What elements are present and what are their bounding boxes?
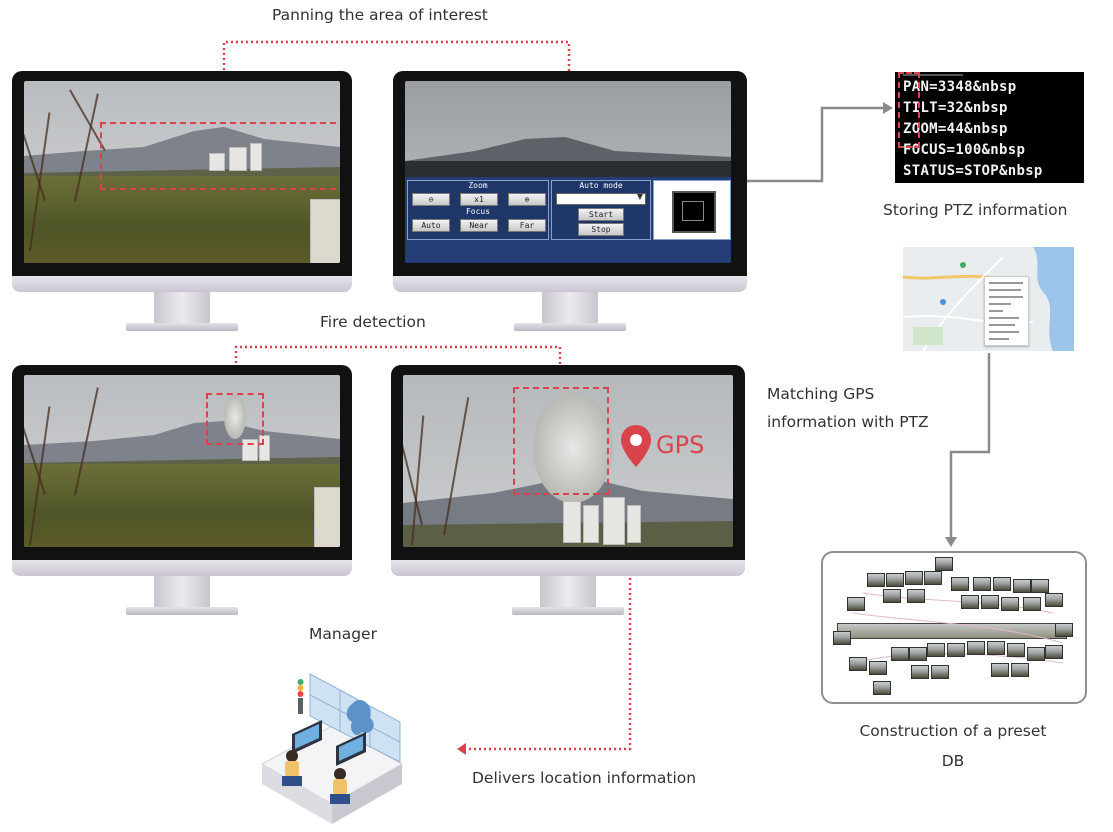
auto-mode-select[interactable]: ▼ [556, 192, 646, 205]
camera-feed-fire-zoom: GPS [403, 375, 733, 547]
ptz-position-view [672, 191, 716, 233]
camera-feed-wide [24, 81, 340, 263]
construction-db-caption: Construction of a preset DB [859, 722, 1047, 770]
map-context-menu [984, 276, 1029, 346]
ptz-arrowhead [883, 102, 893, 114]
zoom-in-button[interactable]: ⊕ [508, 193, 546, 206]
ptz-zoom-line: ZOOM=44&nbsp [903, 121, 1008, 137]
preset-db-panel [821, 551, 1087, 704]
panning-caption: Panning the area of interest [272, 6, 488, 24]
stop-button[interactable]: Stop [578, 223, 624, 236]
fire-detection-caption: Fire detection [320, 313, 426, 331]
fire-detection-box-zoom [513, 387, 609, 495]
ptz-highlight-box [898, 72, 920, 148]
auto-mode-group: Auto mode ▼ Start Stop [551, 180, 651, 240]
ptz-connector [747, 106, 884, 183]
ptz-direction-pad[interactable] [653, 180, 731, 240]
ptz-control-panel: Zoom ⊖ x1 ⊕ Focus Auto Near Far Auto mod… [405, 177, 731, 263]
delivers-caption: Delivers location information [472, 769, 697, 787]
ptz-focus-line: FOCUS=100&nbsp [903, 142, 1026, 158]
focus-auto-button[interactable]: Auto [412, 219, 450, 232]
ptz-status-line: STATUS=STOP&nbsp [903, 163, 1043, 179]
camera-control-screen: Zoom ⊖ x1 ⊕ Focus Auto Near Far Auto mod… [405, 81, 731, 263]
focus-far-button[interactable]: Far [508, 219, 546, 232]
focus-near-button[interactable]: Near [460, 219, 498, 232]
manager-caption: Manager [309, 625, 377, 643]
db-connector [949, 353, 991, 538]
delivers-arrowhead [457, 743, 466, 755]
zoom-out-button[interactable]: ⊖ [412, 193, 450, 206]
panning-connector [222, 40, 571, 120]
gps-map [903, 247, 1074, 351]
ptz-info-terminal: PAN=3348&nbsp TILT=32&nbsp ZOOM=44&nbsp … [895, 72, 1084, 183]
fire-detection-box-wide [206, 393, 264, 445]
start-button[interactable]: Start [578, 208, 624, 221]
ptz-tilt-line: TILT=32&nbsp [903, 100, 1008, 116]
ptz-pan-line: PAN=3348&nbsp [903, 79, 1017, 95]
db-arrowhead [945, 537, 957, 547]
zoom-focus-group: Zoom ⊖ x1 ⊕ Focus Auto Near Far [407, 180, 549, 240]
gps-label: GPS [656, 431, 705, 459]
control-room-illustration [260, 673, 404, 824]
gps-pin-icon [621, 425, 651, 467]
chevron-down-icon: ▼ [636, 192, 643, 201]
matching-gps-caption: Matching GPS information with PTZ [767, 385, 929, 431]
zoom-label: Zoom [468, 181, 488, 190]
focus-label: Focus [465, 207, 491, 216]
auto-mode-label: Auto mode [579, 181, 623, 190]
camera-feed-fire-wide [24, 375, 340, 547]
area-of-interest-box [100, 122, 340, 190]
zoom-factor-button[interactable]: x1 [460, 193, 498, 206]
storing-ptz-caption: Storing PTZ information [883, 201, 1068, 219]
